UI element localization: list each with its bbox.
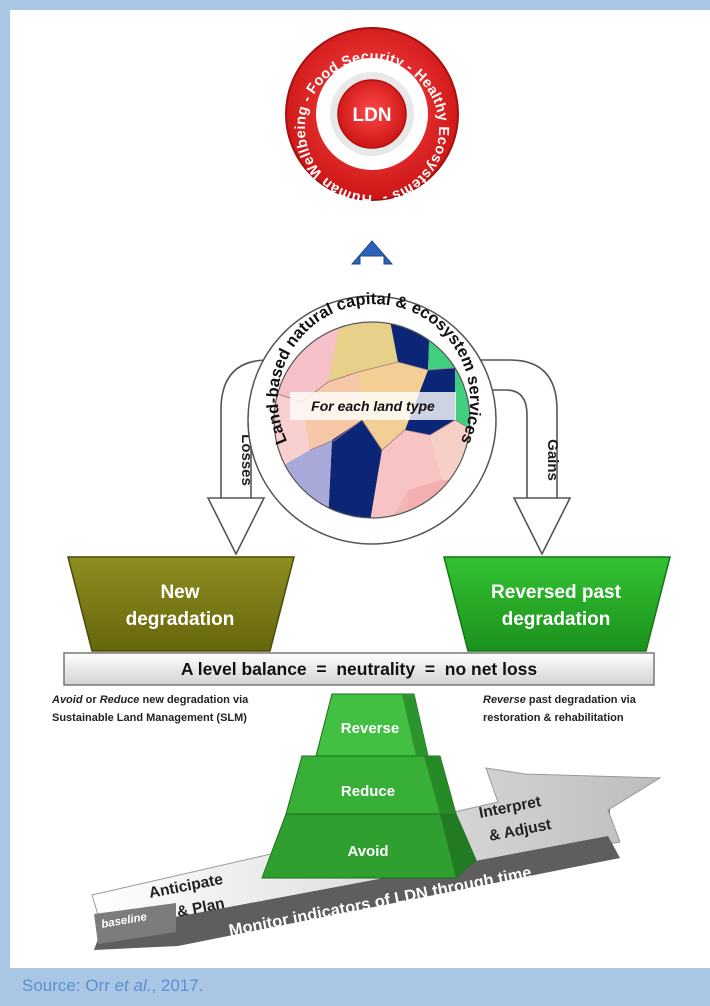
source-suffix: , 2017. (151, 976, 204, 995)
balance-bar-label: A level balance = neutrality = no net lo… (181, 659, 538, 679)
reverse-note-line1: Reverse past degradation via (483, 694, 637, 706)
ldn-goal-target: LDN Human Wellbeing - Food Security - He… (285, 27, 459, 207)
new-degradation-line2: degradation (126, 609, 235, 630)
avoid-reduce-note-line1: Avoid or Reduce new degradation via (51, 694, 249, 706)
land-globe: For each land type Land-based natural ca… (247, 290, 497, 545)
land-type-banner-label: For each land type (311, 398, 435, 414)
source-citation: Source: Orr et al., 2017. (22, 976, 203, 996)
reverse-note: Reverse past degradation via restoration… (483, 694, 637, 724)
reversed-degradation-pan: Reversed past degradation (443, 556, 671, 652)
pyramid-reverse-label: Reverse (341, 720, 399, 737)
balance-bar: A level balance = neutrality = no net lo… (63, 652, 655, 686)
goal-center-label: LDN (352, 105, 391, 126)
reverse-note-line2: restoration & rehabilitation (483, 712, 624, 724)
reversed-degradation-line1: Reversed past (491, 582, 622, 603)
avoid-reduce-note: Avoid or Reduce new degradation via Sust… (51, 694, 249, 724)
gains-arrow: Gains (390, 359, 572, 556)
reversed-degradation-line2: degradation (502, 609, 611, 630)
response-pyramid: Avoid Reduce Reverse (261, 693, 477, 879)
land-type-banner (290, 392, 456, 420)
goal-center-disc (337, 79, 407, 149)
new-degradation-line1: New (160, 582, 199, 603)
diagram-panel: LDN Human Wellbeing - Food Security - He… (10, 10, 710, 968)
source-et-al: et al. (114, 976, 152, 995)
new-degradation-pan: New degradation (67, 556, 295, 652)
gains-label: Gains (544, 439, 561, 481)
pyramid-avoid-label: Avoid (347, 843, 388, 860)
up-arrow-icon (350, 240, 394, 265)
avoid-reduce-note-line2: Sustainable Land Management (SLM) (52, 712, 247, 724)
ldn-diagram: LDN Human Wellbeing - Food Security - He… (51, 27, 671, 950)
source-prefix: Source: Orr (22, 976, 115, 995)
pyramid-reduce-label: Reduce (341, 783, 395, 800)
